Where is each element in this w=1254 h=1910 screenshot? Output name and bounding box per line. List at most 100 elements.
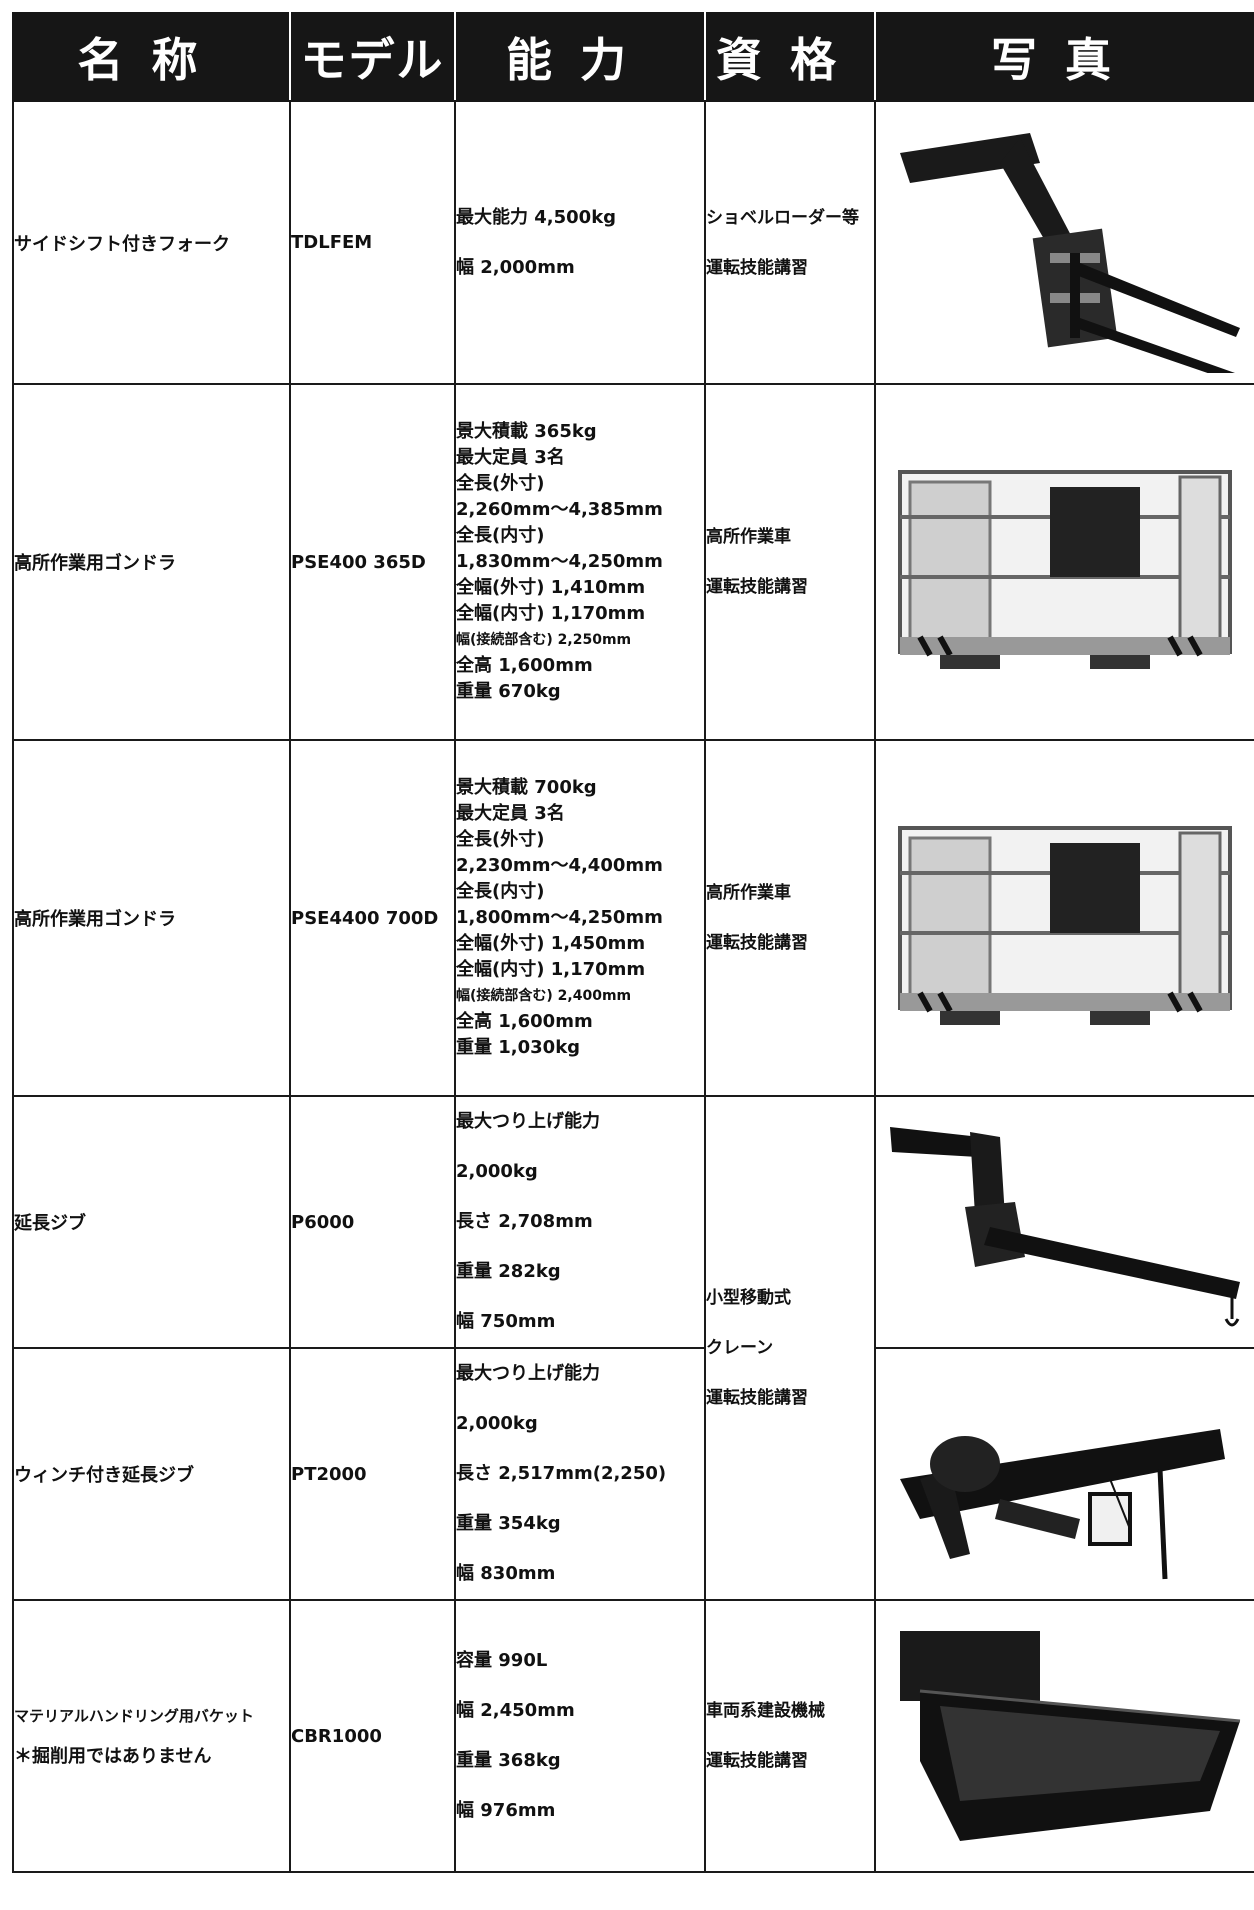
table-row: ウィンチ付き延長ジブ PT2000 最大つり上げ能力 2,000kg 長さ 2,… <box>12 1347 1254 1601</box>
item-name: ウィンチ付き延長ジブ <box>12 1347 291 1601</box>
capacity-line: 容量 990L <box>456 1650 548 1671</box>
item-capacity: 最大能力 4,500kg 幅 2,000mm <box>454 100 706 385</box>
capacity-line: 景大積載 365kg <box>456 421 597 442</box>
capacity-line: 全幅(内寸) 1,170mm <box>456 603 646 624</box>
capacity-line: 1,800mm〜4,250mm <box>456 907 663 928</box>
header-model: モデル <box>289 12 456 102</box>
capacity-line: 全長(内寸) <box>456 525 545 546</box>
capacity-line: 重量 670kg <box>456 681 561 702</box>
capacity-line: 2,260mm〜4,385mm <box>456 499 663 520</box>
header-qualification: 資格 <box>704 12 876 102</box>
qualification-line: 運転技能講習 <box>706 1751 808 1771</box>
forklift-fork-icon <box>900 132 1240 373</box>
capacity-line: 最大能力 4,500kg <box>456 206 617 228</box>
header-photo: 写真 <box>874 12 1254 102</box>
item-qualification: 車両系建設機械 運転技能講習 <box>704 1599 876 1873</box>
capacity-line: 全幅(外寸) 1,450mm <box>456 933 646 954</box>
item-photo <box>874 1599 1254 1873</box>
capacity-line: 全長(外寸) <box>456 829 545 850</box>
item-qualification: ショベルローダー等 運転技能講習 <box>704 100 876 385</box>
item-note: ＊掘削用ではありません <box>14 1745 212 1767</box>
header-name: 名称 <box>12 12 291 102</box>
item-capacity: 最大つり上げ能力 2,000kg 長さ 2,517mm(2,250) 重量 35… <box>454 1347 706 1601</box>
item-name-text: マテリアルハンドリング用バケット <box>14 1706 254 1725</box>
qualification-line: ショベルローダー等 <box>706 207 859 228</box>
header-capacity: 能力 <box>454 12 706 102</box>
attachment-spec-table: 名称 モデル 能力 資格 写真 サイドシフト付きフォーク TDLFEM 最大能力… <box>12 12 1254 1873</box>
item-model: P6000 <box>289 1095 456 1349</box>
gondola-basket-icon <box>898 470 1232 669</box>
item-model: TDLFEM <box>289 100 456 385</box>
item-qualification: 小型移動式 クレーン 運転技能講習 <box>704 1095 876 1601</box>
capacity-line: 幅 830mm <box>456 1563 556 1584</box>
qualification-line: 運転技能講習 <box>706 257 808 278</box>
capacity-line: 2,000kg <box>456 1413 538 1434</box>
item-name: 延長ジブ <box>12 1095 291 1349</box>
capacity-line: 2,000kg <box>456 1161 538 1182</box>
capacity-line: 全高 1,600mm <box>456 1011 593 1032</box>
qualification-line: 小型移動式 <box>706 1288 791 1308</box>
capacity-line: 幅 750mm <box>456 1311 556 1332</box>
item-model: PSE4400 700D <box>289 739 456 1097</box>
item-name: 高所作業用ゴンドラ <box>12 383 291 741</box>
item-model: PT2000 <box>289 1347 456 1601</box>
capacity-line: 重量 1,030kg <box>456 1037 581 1058</box>
capacity-line: 重量 354kg <box>456 1513 561 1534</box>
item-photo <box>874 1347 1254 1601</box>
item-capacity: 景大積載 700kg 最大定員 3名 全長(外寸) 2,230mm〜4,400m… <box>454 739 706 1097</box>
item-photo <box>874 739 1254 1097</box>
material-bucket-icon <box>900 1631 1241 1841</box>
capacity-line: 幅(接続部含む) 2,250mm <box>456 632 632 648</box>
capacity-line: 最大つり上げ能力 <box>456 1111 600 1132</box>
capacity-line: 全長(外寸) <box>456 473 545 494</box>
item-photo <box>874 383 1254 741</box>
capacity-line: 幅 2,000mm <box>456 256 575 278</box>
capacity-line: 1,830mm〜4,250mm <box>456 551 663 572</box>
capacity-line: 最大定員 3名 <box>456 803 565 824</box>
item-qualification: 高所作業車 運転技能講習 <box>704 739 876 1097</box>
capacity-line: 最大つり上げ能力 <box>456 1363 600 1384</box>
winch-jib-icon <box>900 1429 1225 1580</box>
item-name: サイドシフト付きフォーク <box>12 100 291 385</box>
qualification-line: 高所作業車 <box>706 527 791 547</box>
qualification-line: 運転技能講習 <box>706 577 808 597</box>
capacity-line: 全幅(外寸) 1,410mm <box>456 577 646 598</box>
item-capacity: 容量 990L 幅 2,450mm 重量 368kg 幅 976mm <box>454 1599 706 1873</box>
capacity-line: 全幅(内寸) 1,170mm <box>456 959 646 980</box>
item-name: 高所作業用ゴンドラ <box>12 739 291 1097</box>
capacity-line: 重量 368kg <box>456 1750 561 1771</box>
qualification-line: 運転技能講習 <box>706 1388 808 1408</box>
qualification-line: 運転技能講習 <box>706 933 808 953</box>
qualification-line: 高所作業車 <box>706 883 791 903</box>
table-row: サイドシフト付きフォーク TDLFEM 最大能力 4,500kg 幅 2,000… <box>12 100 1254 385</box>
capacity-line: 重量 282kg <box>456 1261 561 1282</box>
capacity-line: 全高 1,600mm <box>456 655 593 676</box>
capacity-line: 幅 976mm <box>456 1800 556 1821</box>
capacity-line: 幅(接続部含む) 2,400mm <box>456 988 632 1004</box>
item-photo <box>874 100 1254 385</box>
table-row: 高所作業用ゴンドラ PSE400 365D 景大積載 365kg 最大定員 3名… <box>12 383 1254 741</box>
qualification-line: クレーン <box>706 1338 774 1358</box>
table-header: 名称 モデル 能力 資格 写真 <box>12 12 1254 102</box>
table-row: 高所作業用ゴンドラ PSE4400 700D 景大積載 700kg 最大定員 3… <box>12 739 1254 1097</box>
capacity-line: 長さ 2,517mm(2,250) <box>456 1463 667 1484</box>
item-photo <box>874 1095 1254 1349</box>
capacity-line: 幅 2,450mm <box>456 1700 575 1721</box>
table-row: マテリアルハンドリング用バケット ＊掘削用ではありません CBR1000 容量 … <box>12 1599 1254 1873</box>
item-capacity: 最大つり上げ能力 2,000kg 長さ 2,708mm 重量 282kg 幅 7… <box>454 1095 706 1349</box>
item-qualification: 高所作業車 運転技能講習 <box>704 383 876 741</box>
gondola-basket-icon <box>898 826 1232 1025</box>
table-row: 延長ジブ P6000 最大つり上げ能力 2,000kg 長さ 2,708mm 重… <box>12 1095 1254 1601</box>
item-name: マテリアルハンドリング用バケット ＊掘削用ではありません <box>12 1599 291 1873</box>
capacity-line: 2,230mm〜4,400mm <box>456 855 663 876</box>
item-capacity: 景大積載 365kg 最大定員 3名 全長(外寸) 2,260mm〜4,385m… <box>454 383 706 741</box>
item-model: CBR1000 <box>289 1599 456 1873</box>
qualification-line: 車両系建設機械 <box>706 1701 825 1721</box>
capacity-line: 長さ 2,708mm <box>456 1211 593 1232</box>
extension-jib-icon <box>890 1127 1240 1327</box>
item-model: PSE400 365D <box>289 383 456 741</box>
capacity-line: 全長(内寸) <box>456 881 545 902</box>
capacity-line: 景大積載 700kg <box>456 777 597 798</box>
capacity-line: 最大定員 3名 <box>456 447 565 468</box>
